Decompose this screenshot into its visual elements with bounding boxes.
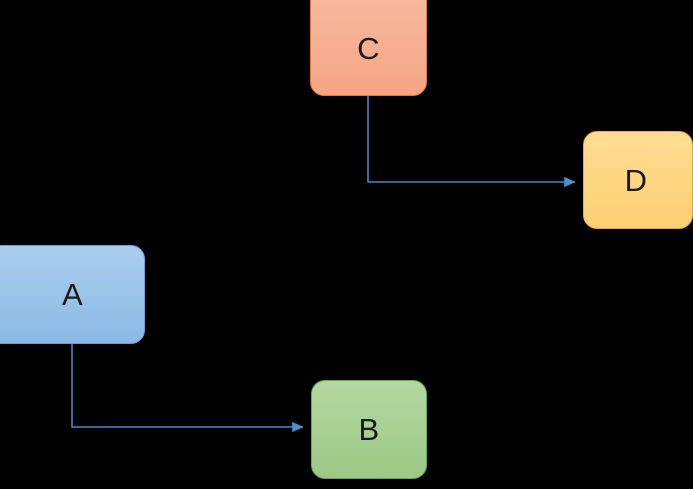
- node-b[interactable]: B: [311, 380, 427, 479]
- node-c-label: C: [357, 30, 380, 66]
- node-a-label: A: [62, 277, 83, 312]
- node-a[interactable]: A: [0, 245, 145, 344]
- node-d-label: D: [624, 162, 648, 198]
- node-c[interactable]: C: [310, 0, 427, 96]
- node-b-label: B: [358, 412, 380, 447]
- node-d[interactable]: D: [583, 131, 693, 229]
- edge-c-to-d[interactable]: [367, 95, 576, 188]
- edge-a-to-b[interactable]: [71, 343, 304, 433]
